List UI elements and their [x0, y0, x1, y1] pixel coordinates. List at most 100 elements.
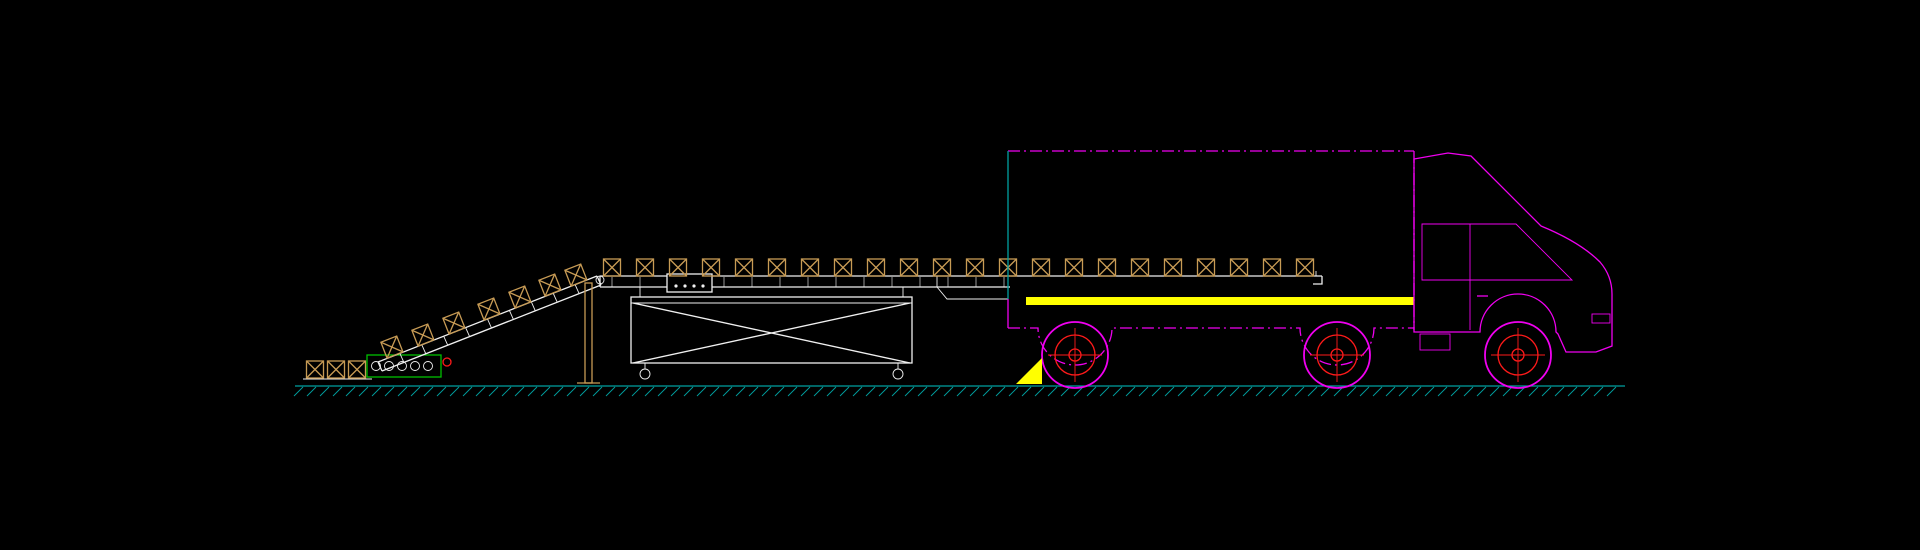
control-box-button [692, 284, 696, 288]
package-box [1196, 258, 1216, 277]
ground-hatch-tick [1307, 386, 1318, 397]
table-caster-left [639, 363, 651, 380]
ground-hatch-tick [800, 386, 811, 397]
ground-hatch-tick [1515, 386, 1526, 397]
package-box [800, 258, 820, 277]
truck-wheels [1041, 321, 1552, 389]
ground-hatch-tick [1086, 386, 1097, 397]
ground-hatch-tick [1372, 386, 1383, 397]
ground-hatch-tick [1385, 386, 1396, 397]
fuel-tank [1419, 333, 1451, 351]
ground-hatch-tick [1242, 386, 1253, 397]
incline-roller-ticks [399, 284, 580, 363]
feed-roller [410, 361, 420, 371]
package-box [767, 258, 787, 277]
ground-hatch-tick [826, 386, 837, 397]
control-box [666, 273, 713, 293]
ground-hatch-tick [345, 386, 356, 397]
ground-hatch-tick [1580, 386, 1591, 397]
package-box [1295, 258, 1315, 277]
package-box [411, 323, 435, 347]
ground-hatch-tick [488, 386, 499, 397]
ground-hatch-tick [1099, 386, 1110, 397]
package-box [508, 285, 532, 309]
ground-hatch-tick [1424, 386, 1435, 397]
ground-hatch-tick [1216, 386, 1227, 397]
ground-hatch-tick [787, 386, 798, 397]
package-box [668, 258, 688, 277]
ground-hatch-tick [761, 386, 772, 397]
package-box [564, 263, 588, 287]
package-box [1229, 258, 1249, 277]
incline-tick [508, 310, 514, 320]
package-box [866, 258, 886, 277]
ground-hatch-tick [436, 386, 447, 397]
package-box [1031, 258, 1051, 277]
package-box [380, 335, 404, 359]
control-box-button [683, 284, 687, 288]
cab [1413, 152, 1613, 353]
incline-tick [421, 344, 427, 354]
package-box [347, 360, 367, 379]
feed-roller [423, 361, 433, 371]
truck-bed-stripe [1026, 297, 1414, 305]
ground-hatch-tick [293, 386, 304, 397]
ground-hatch-tick [618, 386, 629, 397]
ground-hatch-tick [1411, 386, 1422, 397]
ground-hatch-tick [579, 386, 590, 397]
ground-hatch-tick [943, 386, 954, 397]
ground-hatch-tick [384, 386, 395, 397]
incline-tick [530, 301, 536, 311]
ground-hatch-tick [1476, 386, 1487, 397]
packages-horizontal [602, 258, 1315, 277]
incline-tick [399, 353, 405, 363]
ground-hatch-tick [423, 386, 434, 397]
package-box [635, 258, 655, 277]
package-box [477, 297, 501, 321]
ground-hatch-tick [449, 386, 460, 397]
ground-hatch-tick [969, 386, 980, 397]
ground-hatch-tick [1021, 386, 1032, 397]
ground-hatch-tick [1294, 386, 1305, 397]
ground-hatch-tick [462, 386, 473, 397]
package-box [1064, 258, 1084, 277]
table-caster-right [892, 363, 904, 380]
ground-hatch-tick [371, 386, 382, 397]
ground-hatch-tick [813, 386, 824, 397]
ground-hatch-tick [1047, 386, 1058, 397]
package-box [965, 258, 985, 277]
package-box [932, 258, 952, 277]
ground-hatch-tick [774, 386, 785, 397]
package-box [538, 273, 562, 297]
package-box [734, 258, 754, 277]
ground-hatch-tick [696, 386, 707, 397]
ground-hatch-tick [514, 386, 525, 397]
ground-hatch-tick [358, 386, 369, 397]
ground-hatch-tick [306, 386, 317, 397]
truck-wheel [1303, 321, 1371, 389]
feed-table-frame [366, 354, 442, 378]
package-box [326, 360, 346, 379]
package-box [1130, 258, 1150, 277]
ground-hatch-tick [1346, 386, 1357, 397]
ground-hatch-tick [670, 386, 681, 397]
support-post [577, 275, 605, 384]
incline-tick [487, 318, 492, 329]
scissor-table [630, 287, 913, 380]
ground [293, 385, 1625, 397]
ground-hatch-tick [332, 386, 343, 397]
ground-hatch-tick [527, 386, 538, 397]
ground-hatch-tick [1281, 386, 1292, 397]
ground-hatch-tick [683, 386, 694, 397]
package-box [833, 258, 853, 277]
ground-hatch-tick [1151, 386, 1162, 397]
headlight [1591, 313, 1611, 324]
ground-hatch-tick [1463, 386, 1474, 397]
truck [1007, 150, 1613, 389]
ground-hatch-tick [657, 386, 668, 397]
ground-hatch-tick [1138, 386, 1149, 397]
incline-tick [443, 336, 449, 346]
staging-area [303, 360, 372, 380]
